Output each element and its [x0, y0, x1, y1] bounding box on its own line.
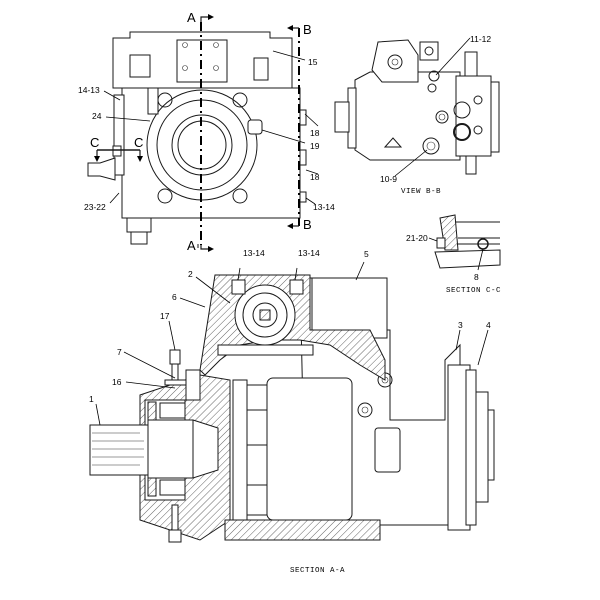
section-a-a-caption: SECTION A-A [290, 567, 345, 575]
callout-7: 7 [117, 347, 122, 357]
front-view [87, 14, 307, 252]
section-marker-a-top: A [187, 10, 196, 25]
callout-17: 17 [160, 311, 170, 321]
callout-6: 6 [172, 292, 177, 302]
callout-13-14-front: 13-14 [313, 202, 335, 212]
section-a-a [89, 244, 495, 543]
callout-16: 16 [112, 377, 122, 387]
section-marker-b-bottom: B [303, 217, 312, 232]
section-marker-c-right: C [134, 135, 143, 150]
callout-18-upper: 18 [310, 128, 320, 138]
section-c-c [434, 214, 501, 269]
callout-19: 19 [310, 141, 320, 151]
callout-3: 3 [458, 320, 463, 330]
callout-13-14-left: 13-14 [243, 248, 265, 258]
callout-2: 2 [188, 269, 193, 279]
callout-23-22: 23-22 [84, 202, 106, 212]
callout-8: 8 [474, 272, 479, 282]
section-marker-b-top: B [303, 22, 312, 37]
callout-1: 1 [89, 394, 94, 404]
callout-11-12: 11-12 [470, 34, 491, 44]
callout-14-13: 14-13 [78, 85, 100, 95]
section-marker-c-left: C [90, 135, 99, 150]
view-b-b [334, 39, 500, 175]
callout-15: 15 [308, 57, 318, 67]
section-c-c-caption: SECTION C-C [446, 287, 501, 295]
callout-21-20: 21-20 [406, 233, 428, 243]
callout-24: 24 [92, 111, 102, 121]
callout-4: 4 [486, 320, 491, 330]
callout-18-lower: 18 [310, 172, 320, 182]
callout-5: 5 [364, 249, 369, 259]
callout-13-14-right: 13-14 [298, 248, 320, 258]
section-marker-a-bottom: A [187, 238, 196, 253]
callout-10-9: 10-9 [380, 174, 397, 184]
view-b-b-caption: VIEW B-B [401, 188, 441, 196]
